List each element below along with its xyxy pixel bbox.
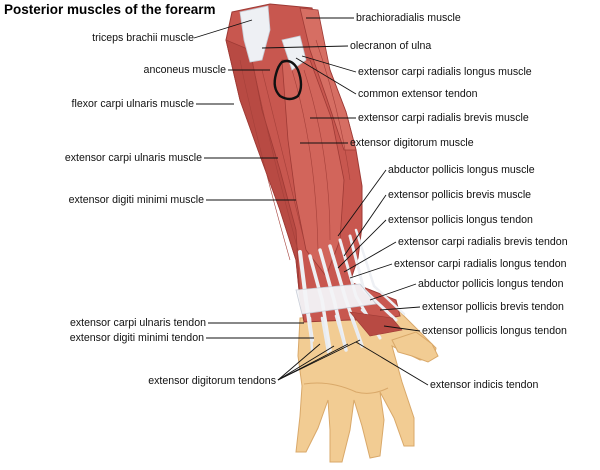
leader-olecranon (261, 45, 349, 49)
leader-ed-tendons-4 (277, 339, 361, 381)
label-extensor-carpi-radialis-brevis-muscle: extensor carpi radialis brevis muscle (358, 112, 529, 124)
leader-epb-tendon (379, 306, 421, 311)
label-triceps-brachii-muscle: triceps brachii muscle (92, 32, 194, 44)
leader-epl-tendon (337, 219, 387, 269)
label-flexor-carpi-ulnaris-muscle: flexor carpi ulnaris muscle (71, 98, 194, 110)
label-extensor-carpi-radialis-brevis-tendon: extensor carpi radialis brevis tendon (398, 236, 568, 248)
leader-ed-tendons-1 (277, 343, 321, 381)
label-extensor-pollicis-longus-tendon-lower: extensor pollicis longus tendon (422, 325, 567, 337)
label-brachioradialis-muscle: brachioradialis muscle (356, 12, 461, 24)
leader-apl-tendon (369, 283, 417, 301)
label-extensor-carpi-radialis-longus-muscle: extensor carpi radialis longus muscle (358, 66, 532, 78)
leader-lines (193, 17, 429, 386)
label-olecranon-of-ulna: olecranon of ulna (350, 40, 432, 52)
forearm (225, 3, 401, 323)
leader-ed-tendons-2 (277, 345, 335, 381)
leader-ecrl-muscle (301, 55, 357, 73)
page-title: Posterior muscles of the forearm (4, 2, 216, 17)
label-common-extensor-tendon: common extensor tendon (358, 88, 478, 100)
label-extensor-digiti-minimi-tendon: extensor digiti minimi tendon (69, 332, 204, 344)
label-abductor-pollicis-longus-muscle: abductor pollicis longus muscle (388, 164, 535, 176)
knuckle-shading (303, 382, 389, 394)
leader-extensor-indicis (355, 341, 429, 386)
leader-apl-muscle (337, 169, 387, 237)
leader-common-extensor-tendon (295, 57, 357, 95)
extensor-retinaculum (295, 283, 377, 315)
label-extensor-pollicis-longus-tendon: extensor pollicis longus tendon (388, 214, 533, 226)
label-extensor-carpi-ulnaris-muscle: extensor carpi ulnaris muscle (64, 152, 202, 164)
label-abductor-pollicis-longus-tendon: abductor pollicis longus tendon (418, 278, 564, 290)
label-extensor-pollicis-brevis-tendon: extensor pollicis brevis tendon (422, 301, 564, 313)
label-extensor-indicis-tendon: extensor indicis tendon (430, 379, 539, 391)
label-anconeus-muscle: anconeus muscle (143, 64, 226, 76)
label-extensor-carpi-radialis-longus-tendon: extensor carpi radialis longus tendon (394, 258, 567, 270)
leader-epl-tendon-2 (383, 325, 421, 332)
label-extensor-pollicis-brevis-muscle: extensor pollicis brevis muscle (388, 189, 532, 201)
leader-epb-muscle (343, 194, 387, 257)
label-extensor-digiti-minimi-muscle: extensor digiti minimi muscle (68, 194, 204, 206)
label-extensor-digitorum-muscle: extensor digitorum muscle (350, 137, 474, 149)
leader-triceps (193, 19, 253, 39)
hand (295, 311, 439, 463)
label-extensor-carpi-ulnaris-tendon: extensor carpi ulnaris tendon (69, 317, 206, 329)
leader-ecrl-tendon (349, 263, 393, 279)
wrist-muscle-remnant (349, 311, 403, 337)
muscle-striations (239, 39, 351, 261)
label-extensor-digitorum-tendons: extensor digitorum tendons (148, 375, 276, 387)
leader-ecrb-tendon (343, 241, 397, 273)
thumb (391, 331, 439, 363)
olecranon-outline (273, 59, 303, 101)
